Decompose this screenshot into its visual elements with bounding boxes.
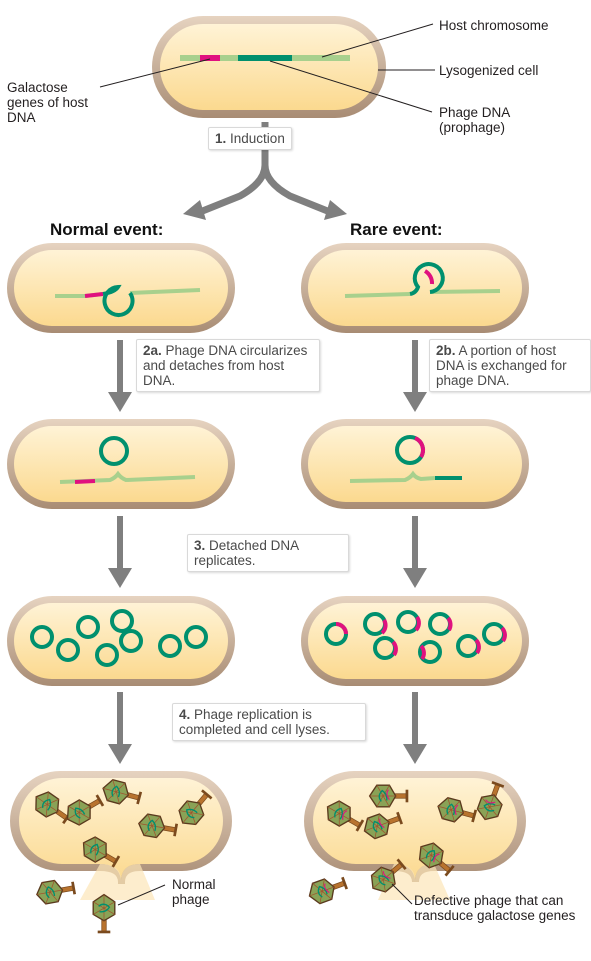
step-3: 3. Detached DNA replicates.	[187, 534, 349, 572]
step-2a-number: 2a.	[143, 343, 162, 358]
step-3-text: Detached DNA replicates.	[194, 538, 299, 568]
normal-cell-2	[7, 419, 235, 509]
step-2a: 2a. Phage DNA circularizes and detaches …	[136, 339, 320, 392]
rare-cell-lysed	[304, 771, 526, 900]
lysogenized-cell-label: Lysogenized cell	[439, 63, 539, 78]
step-1-number: 1.	[215, 131, 227, 146]
rare-cell-1	[301, 243, 529, 333]
normal-event-heading: Normal event:	[50, 220, 164, 239]
rare-cell-3	[301, 596, 529, 686]
normal-cell-1	[7, 243, 235, 333]
step-4-text: Phage replication is completed and cell …	[179, 707, 330, 737]
step-2b-number: 2b.	[436, 343, 456, 358]
lysogenized-cell-top	[152, 16, 386, 118]
step-1-induction: 1. Induction	[208, 127, 292, 150]
leader-lines-top	[99, 23, 435, 113]
step-2a-text: Phage DNA circularizes and detaches from…	[143, 343, 308, 388]
galactose-genes-label: Galactose genes of host DNA	[7, 80, 89, 125]
induction-arrow	[183, 122, 347, 220]
host-chromosome-label: Host chromosome	[439, 18, 549, 33]
phage-dna-label: Phage DNA (prophage)	[439, 105, 510, 135]
defective-phage-label: Defective phage that can transduce galac…	[414, 893, 576, 923]
down-arrows	[108, 340, 427, 764]
defective-phage-leader	[391, 883, 413, 905]
normal-cell-lysed	[10, 771, 232, 900]
normal-cell-3	[7, 596, 235, 686]
normal-phage-leader	[117, 884, 166, 906]
step-4-number: 4.	[179, 707, 191, 722]
step-1-text: Induction	[230, 131, 285, 146]
rare-event-heading: Rare event:	[350, 220, 443, 239]
rare-cell-2	[301, 419, 529, 509]
step-2b: 2b. A portion of host DNA is exchanged f…	[429, 339, 591, 392]
normal-phage-label: Normal phage	[172, 877, 216, 907]
step-2b-text: A portion of host DNA is exchanged for p…	[436, 343, 567, 388]
step-4: 4. Phage replication is completed and ce…	[172, 703, 366, 741]
step-3-number: 3.	[194, 538, 206, 553]
